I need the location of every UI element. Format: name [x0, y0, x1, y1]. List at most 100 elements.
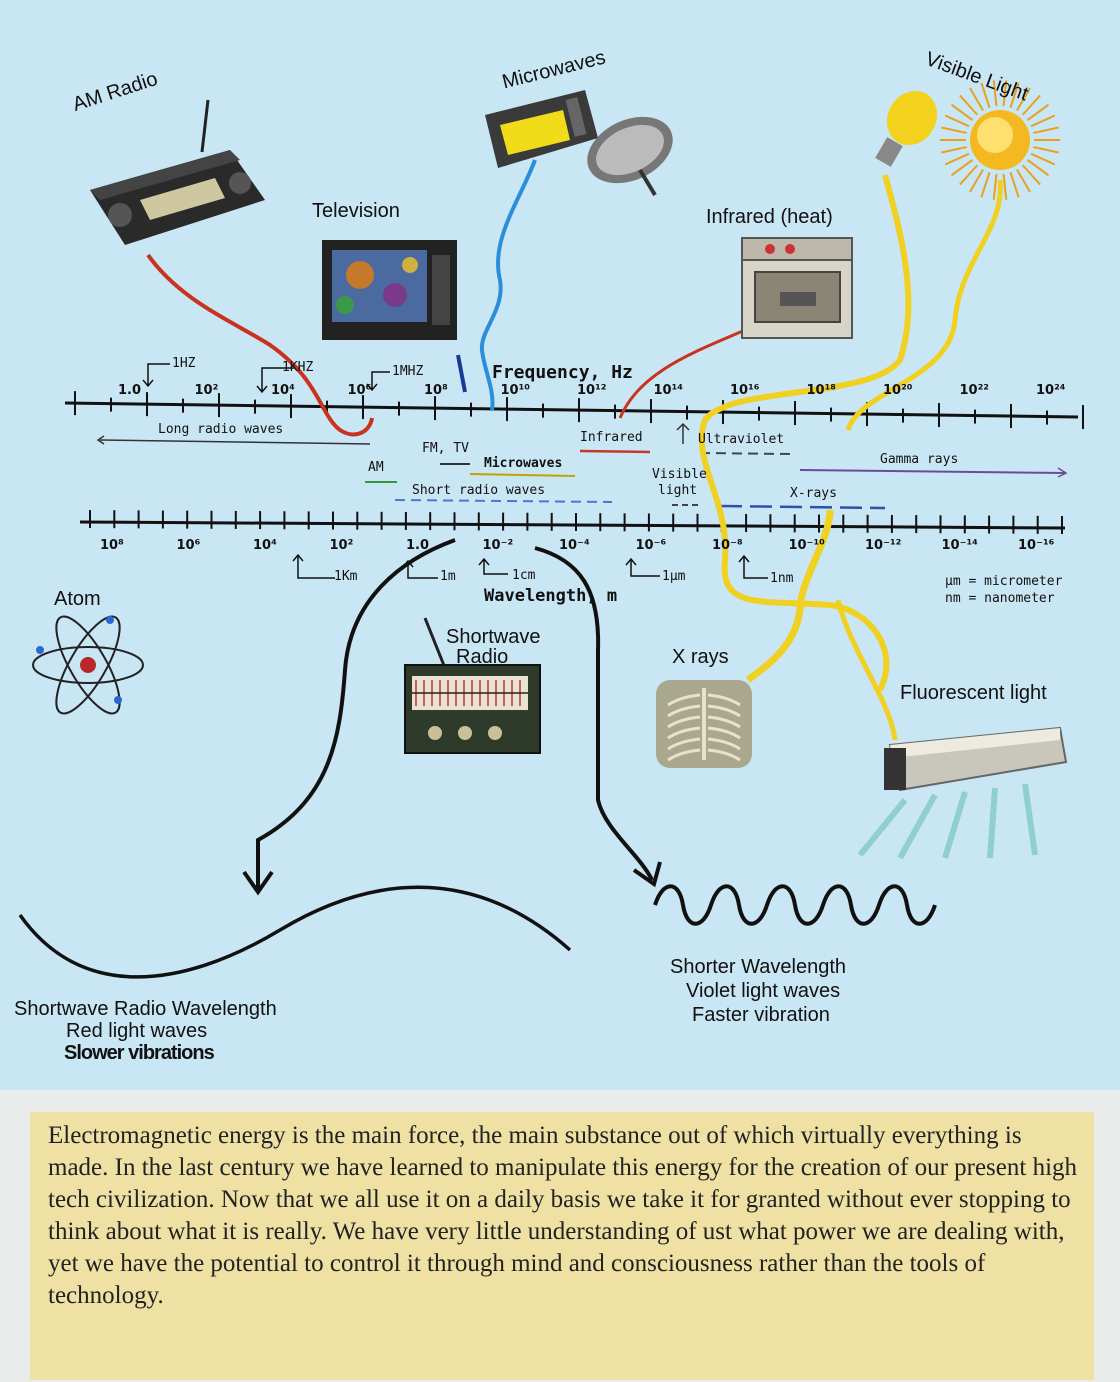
frequency-tick-label: 10⁸ [424, 383, 448, 398]
gamma-band-line [799, 469, 1066, 474]
wavelength-tick-label: 10⁻¹⁴ [941, 538, 978, 553]
frequency-tick-label: 10² [194, 383, 219, 398]
left-wave-caption-line1: Shortwave Radio Wavelength [14, 998, 277, 1020]
microwave-connector [479, 159, 537, 411]
long-radio-label: Long radio waves [158, 422, 284, 437]
frequency-tick-label: 10¹⁸ [806, 383, 836, 398]
television-icon [322, 240, 457, 340]
micrometer-legend: µm = micrometer [945, 574, 1063, 589]
visible-band-label-line1: Visible [652, 467, 707, 482]
wavelength-tick-label: 10² [329, 538, 354, 553]
short-radio-label: Short radio waves [412, 483, 546, 498]
frequency-tick-label: 10²² [959, 383, 989, 398]
frequency-axis-ticks [74, 391, 1084, 430]
long-radio-band-line [99, 439, 371, 445]
xray-image-icon [656, 680, 752, 768]
nanometer-legend: nm = nanometer [945, 591, 1055, 606]
atom-label: Atom [54, 588, 101, 610]
sun-icon [940, 80, 1060, 200]
frequency-markers [142, 363, 390, 394]
am-radio-connector [146, 253, 374, 437]
atom-icon [32, 615, 144, 715]
shortwave-label-line1: Shortwave [446, 626, 541, 648]
sun-connector [845, 179, 1003, 431]
short-radio-band-line [394, 499, 613, 503]
wavelength-axis-line [79, 520, 1066, 530]
wavelength-axis-ticks [89, 510, 1063, 534]
wavelength-tick-label: 10⁴ [253, 538, 277, 553]
frequency-axis-title: Frequency, Hz [492, 362, 633, 383]
frequency-axis-line [64, 401, 1079, 419]
frequency-tick-label: 10¹⁴ [653, 383, 683, 398]
shortwave-label-line2: Radio [456, 646, 509, 668]
right-wave-caption-line2: Violet light waves [686, 980, 841, 1002]
wavelength-tick-label: 10⁻¹⁶ [1018, 538, 1055, 553]
wavelength-markers [292, 553, 768, 579]
visible-band-label-line2: light [658, 483, 698, 498]
left-wave-caption-line3: Slower vibrations [64, 1042, 215, 1064]
right-wave-caption-line1: Shorter Wavelength [670, 956, 847, 978]
wavelength-tick-label: 10⁻² [482, 538, 514, 553]
wavelength-tick-label: 10⁻¹⁰ [788, 538, 825, 553]
frequency-marker-1mhz: 1MHZ [392, 364, 424, 379]
right-wave-caption-line3: Faster vibration [692, 1004, 830, 1026]
right-wave-connector [534, 546, 654, 881]
stove-icon [741, 237, 853, 339]
xrays-label: X rays [672, 646, 729, 668]
visible-light-marker [676, 422, 690, 444]
frequency-tick-label: 10⁴ [271, 383, 295, 398]
wavelength-tick-label: 10⁻¹² [865, 538, 902, 553]
shortwave-radio-icon [404, 617, 541, 754]
wavelength-marker-1nm: 1nm [770, 571, 794, 586]
wavelength-tick-label: 10⁻⁴ [559, 538, 590, 553]
frequency-tick-label: 10¹² [577, 383, 607, 398]
caption-box: Electromagnetic energy is the main force… [30, 1112, 1094, 1380]
short-wave [653, 884, 937, 926]
frequency-tick-label: 10¹⁰ [500, 383, 530, 398]
left-wave-connector [256, 538, 456, 890]
wavelength-tick-label: 10⁶ [176, 538, 201, 553]
tv-connector [456, 354, 467, 393]
wavelength-marker-1um: 1µm [662, 569, 686, 584]
ultraviolet-band-label: Ultraviolet [698, 432, 785, 447]
left-wave-caption-line2: Red light waves [66, 1020, 208, 1042]
ultraviolet-band-line [699, 452, 791, 455]
frequency-tick-label: 10⁶ [347, 383, 372, 398]
xrays-band-label: X-rays [790, 486, 837, 501]
fluorescent-label: Fluorescent light [900, 682, 1047, 704]
xray-connector [745, 509, 834, 683]
diagram-panel: AM Radio Microwaves Visible Light Televi… [0, 0, 1120, 1090]
frequency-marker-1khz: 1KHZ [282, 360, 314, 375]
spectrum-diagram [18, 80, 1084, 979]
microwaves-band-line [469, 473, 576, 477]
frequency-marker-1hz: 1HZ [172, 356, 196, 371]
am-radio-icon [90, 99, 265, 245]
infrared-connector [618, 328, 746, 419]
frequency-tick-label: 10²⁴ [1036, 383, 1066, 398]
xrays-band-line [719, 504, 886, 510]
wavelength-tick-label: 10⁻⁶ [635, 538, 667, 553]
frequency-tick-label: 1.0 [118, 383, 142, 398]
light-bulb-icon [875, 90, 938, 167]
wavelength-marker-1km: 1Km [334, 569, 358, 584]
visible-light-connector [698, 174, 912, 692]
frequency-tick-label: 10¹⁶ [730, 383, 760, 398]
band-lines [96, 422, 1068, 510]
am-band-label: AM [368, 460, 384, 475]
wavelength-marker-1m: 1m [440, 569, 456, 584]
wavelength-marker-1cm: 1cm [512, 568, 536, 583]
microwave-oven-icon [485, 90, 598, 168]
gamma-band-label: Gamma rays [880, 452, 959, 467]
fluorescent-lamp-icon [857, 726, 1068, 860]
satellite-dish-icon [587, 116, 673, 197]
caption-text: Electromagnetic energy is the main force… [48, 1122, 1078, 1309]
infrared-band-line [579, 449, 651, 454]
wavelength-axis-title: Wavelength, m [484, 586, 618, 606]
wavelength-tick-label: 10⁸ [100, 538, 124, 553]
infrared-label: Infrared (heat) [706, 206, 833, 228]
wavelength-tick-label: 10⁻⁸ [712, 538, 743, 553]
frequency-tick-label: 10²⁰ [883, 383, 913, 398]
wavelength-tick-label: 1.0 [406, 538, 430, 553]
microwaves-band-label: Microwaves [484, 456, 563, 471]
television-label: Television [312, 200, 400, 222]
